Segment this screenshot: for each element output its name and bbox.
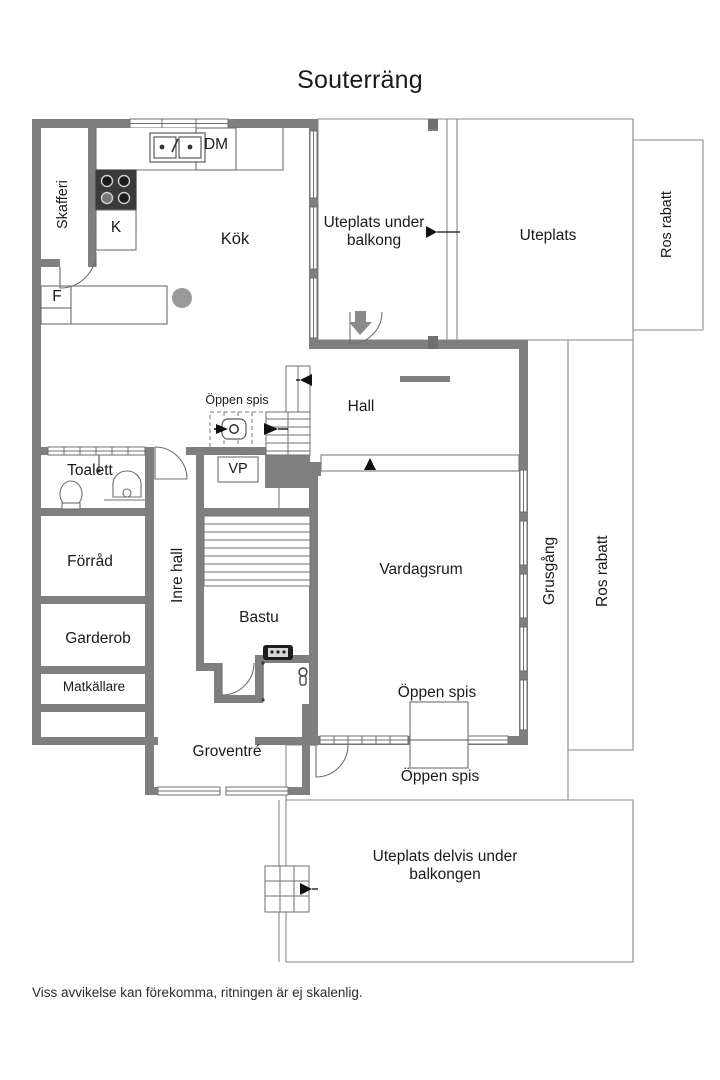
room-label-toalett: Toalett xyxy=(67,462,113,479)
room-label-kok: Kök xyxy=(220,230,250,248)
hall-threshold xyxy=(320,454,520,472)
fixture-label-stove: K xyxy=(110,219,122,236)
staircase-icon xyxy=(265,365,311,456)
door-swing-icon xyxy=(154,446,188,480)
room-label-forrad: Förråd xyxy=(67,553,113,570)
room-label-bastu: Bastu xyxy=(239,609,279,626)
door-swing-icon xyxy=(59,251,97,289)
fixture-label-dishwasher: DM xyxy=(203,136,229,153)
room-label-garderob: Garderob xyxy=(65,630,131,647)
door-swing-icon xyxy=(221,662,255,696)
room-label-matkallare: Matkällare xyxy=(62,679,126,694)
fixture-label-fireplace-1: Öppen spis xyxy=(205,393,269,407)
chimney-block xyxy=(265,455,310,488)
fixture-label-fireplace-3: Öppen spis xyxy=(400,768,480,785)
room-label-vardagsrum: Vardagsrum xyxy=(379,561,463,578)
fireplace-box xyxy=(409,701,469,769)
direction-arrow-icon xyxy=(300,883,318,895)
toilet-icon xyxy=(59,480,83,510)
cooktop-icon xyxy=(100,174,131,205)
sauna-heater-icon xyxy=(263,645,293,660)
direction-arrow-icon xyxy=(349,311,372,335)
fixture-label-fireplace-2: Öppen spis xyxy=(397,684,477,701)
fixture-label-heat-pump: VP xyxy=(228,461,248,477)
room-label-groventre: Groventré xyxy=(192,743,262,760)
windows xyxy=(47,118,528,796)
kitchen-fittings xyxy=(40,127,284,325)
room-label-ros-rabatt-bottom: Ros rabatt xyxy=(594,535,611,607)
direction-arrow-icon xyxy=(264,374,312,435)
wall-corner-accents xyxy=(428,119,438,349)
heat-pump-box xyxy=(217,456,259,483)
staircase-icon xyxy=(203,515,311,587)
shower-icon xyxy=(298,667,308,686)
disclaimer-text: Viss avvikelse kan förekomma, ritningen … xyxy=(32,985,363,1000)
fixture-label-fridge: F xyxy=(52,288,62,305)
room-label-skafferi: Skafferi xyxy=(55,180,71,230)
room-label-hall: Hall xyxy=(347,398,375,415)
direction-arrow-icon xyxy=(426,226,460,238)
door-swing-icon xyxy=(310,744,349,778)
door-swing-icon xyxy=(349,311,383,345)
bastu-door-line xyxy=(261,661,265,702)
washbasin-icon xyxy=(104,470,145,501)
bath-partitions xyxy=(97,455,101,473)
room-label-grusgang: Grusgång xyxy=(541,536,558,606)
sink-icon xyxy=(159,138,193,153)
room-label-inre-hall: Inre hall xyxy=(169,547,186,603)
room-label-ros-rabatt-top: Ros rabatt xyxy=(659,191,675,259)
round-table-icon xyxy=(172,288,192,308)
room-label-uteplats-under-balkong: Uteplats under balkong xyxy=(323,214,425,250)
page-title: Souterräng xyxy=(297,66,423,94)
room-label-uteplats-delvis: Uteplats delvis under balkongen xyxy=(372,848,518,884)
room-label-uteplats: Uteplats xyxy=(519,227,577,244)
